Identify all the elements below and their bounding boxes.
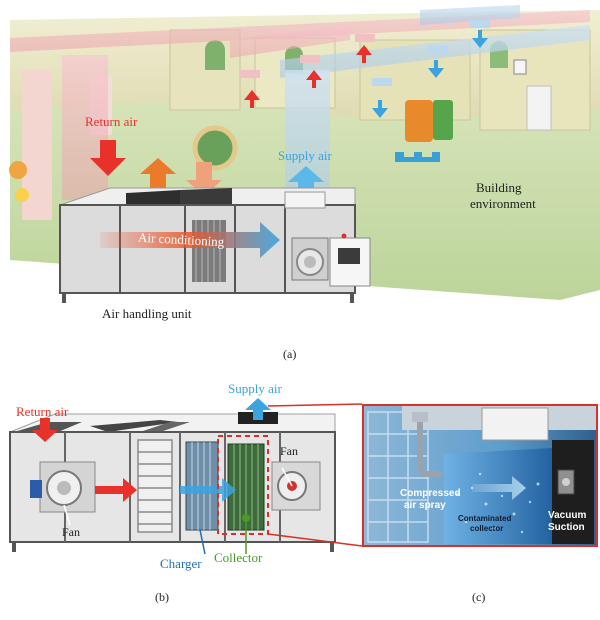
air-flow-arrow-red [95, 478, 137, 502]
green-cabinet [433, 100, 453, 140]
air-flow-arrow-blue [180, 478, 236, 502]
air-unit-cabinet [526, 85, 552, 131]
filter-grille [137, 439, 173, 533]
arched-window [205, 40, 225, 70]
panel-a-illustration [9, 5, 600, 303]
return-air-arrow [90, 140, 126, 176]
label-charger: Charger [160, 556, 202, 571]
panel-c-illustration [362, 404, 598, 547]
label-return-air-b: Return air [16, 404, 69, 419]
label-building: Building [476, 180, 522, 195]
label-air-spray: air spray [404, 500, 446, 511]
label-supply-air-b: Supply air [228, 381, 282, 396]
spray-particles [456, 472, 540, 534]
return-air-arrow-b [32, 418, 58, 442]
ahu-leg [12, 542, 16, 552]
diffuser [300, 55, 320, 63]
return-air-duct-branch [230, 25, 350, 58]
label-suction: Suction [548, 522, 585, 533]
caption-b: (b) [155, 590, 169, 604]
air-conditioning-arrow [100, 222, 280, 258]
caption-c: (c) [472, 590, 486, 604]
zoom-frame [362, 404, 598, 547]
fan-left-hub [57, 481, 71, 495]
top-filter-panel [140, 422, 190, 432]
diffuser [240, 70, 260, 78]
nozzle-pipe [417, 414, 442, 477]
zoom-connectors [267, 403, 363, 547]
wall-controller [513, 59, 527, 75]
label-collector-c: collector [470, 524, 504, 533]
diffuser [428, 46, 448, 54]
contaminated-collector [444, 448, 552, 544]
vacuum-bolt [562, 478, 570, 486]
blue-motor [30, 480, 42, 498]
return-air-small-arrows [244, 45, 372, 108]
top-filter-panel [90, 420, 178, 432]
toy-gear [9, 161, 27, 179]
leader-fan-right [281, 467, 293, 487]
diffuser [355, 34, 375, 42]
panel-b-illustration [9, 398, 336, 555]
label-fan-left: Fan [62, 525, 80, 539]
highlight-box [217, 435, 269, 535]
panel-a: Return air Supply air Air conditioning B… [9, 5, 600, 361]
toy-gear [15, 188, 29, 202]
diffuser [470, 20, 490, 28]
label-supply-air: Supply air [278, 148, 332, 163]
leader-fan-left [63, 504, 71, 526]
supply-air-arrow-b [245, 398, 271, 420]
supply-air-duct-branch [420, 5, 520, 25]
nozzle-valve [412, 412, 428, 422]
blue-bench [395, 152, 440, 162]
zoom-line-bottom [267, 533, 363, 547]
label-collector: Collector [214, 550, 263, 565]
orange-cabinet [405, 100, 433, 142]
ahu-leg [330, 542, 334, 552]
label-fan-right: Fan [280, 444, 298, 458]
diffuser [372, 78, 392, 86]
supply-air-arrow [288, 166, 324, 200]
label-contaminated: Contaminated [458, 514, 512, 523]
collector-marker [242, 514, 250, 522]
supply-air-small-arrows [372, 30, 488, 118]
panel-b: Return air Supply air Fan Fan Charger Co… [0, 370, 360, 615]
label-environment: environment [470, 196, 536, 211]
air-handling-unit [59, 187, 371, 303]
zoom-line-top [267, 403, 363, 407]
caption-a: (a) [283, 347, 297, 361]
leader-charger [199, 529, 206, 555]
label-air-handling-unit: Air handling unit [102, 306, 192, 321]
label-return-air: Return air [85, 114, 138, 129]
label-vacuum: Vacuum [548, 510, 587, 521]
label-compressed: Compressed [400, 488, 461, 499]
round-window [192, 125, 238, 171]
nozzle-bracket [481, 407, 549, 441]
spray-arrow [472, 476, 526, 500]
panel-c: Compressed air spray Contaminated collec… [362, 404, 598, 547]
return-air-up-arrow [140, 158, 176, 192]
